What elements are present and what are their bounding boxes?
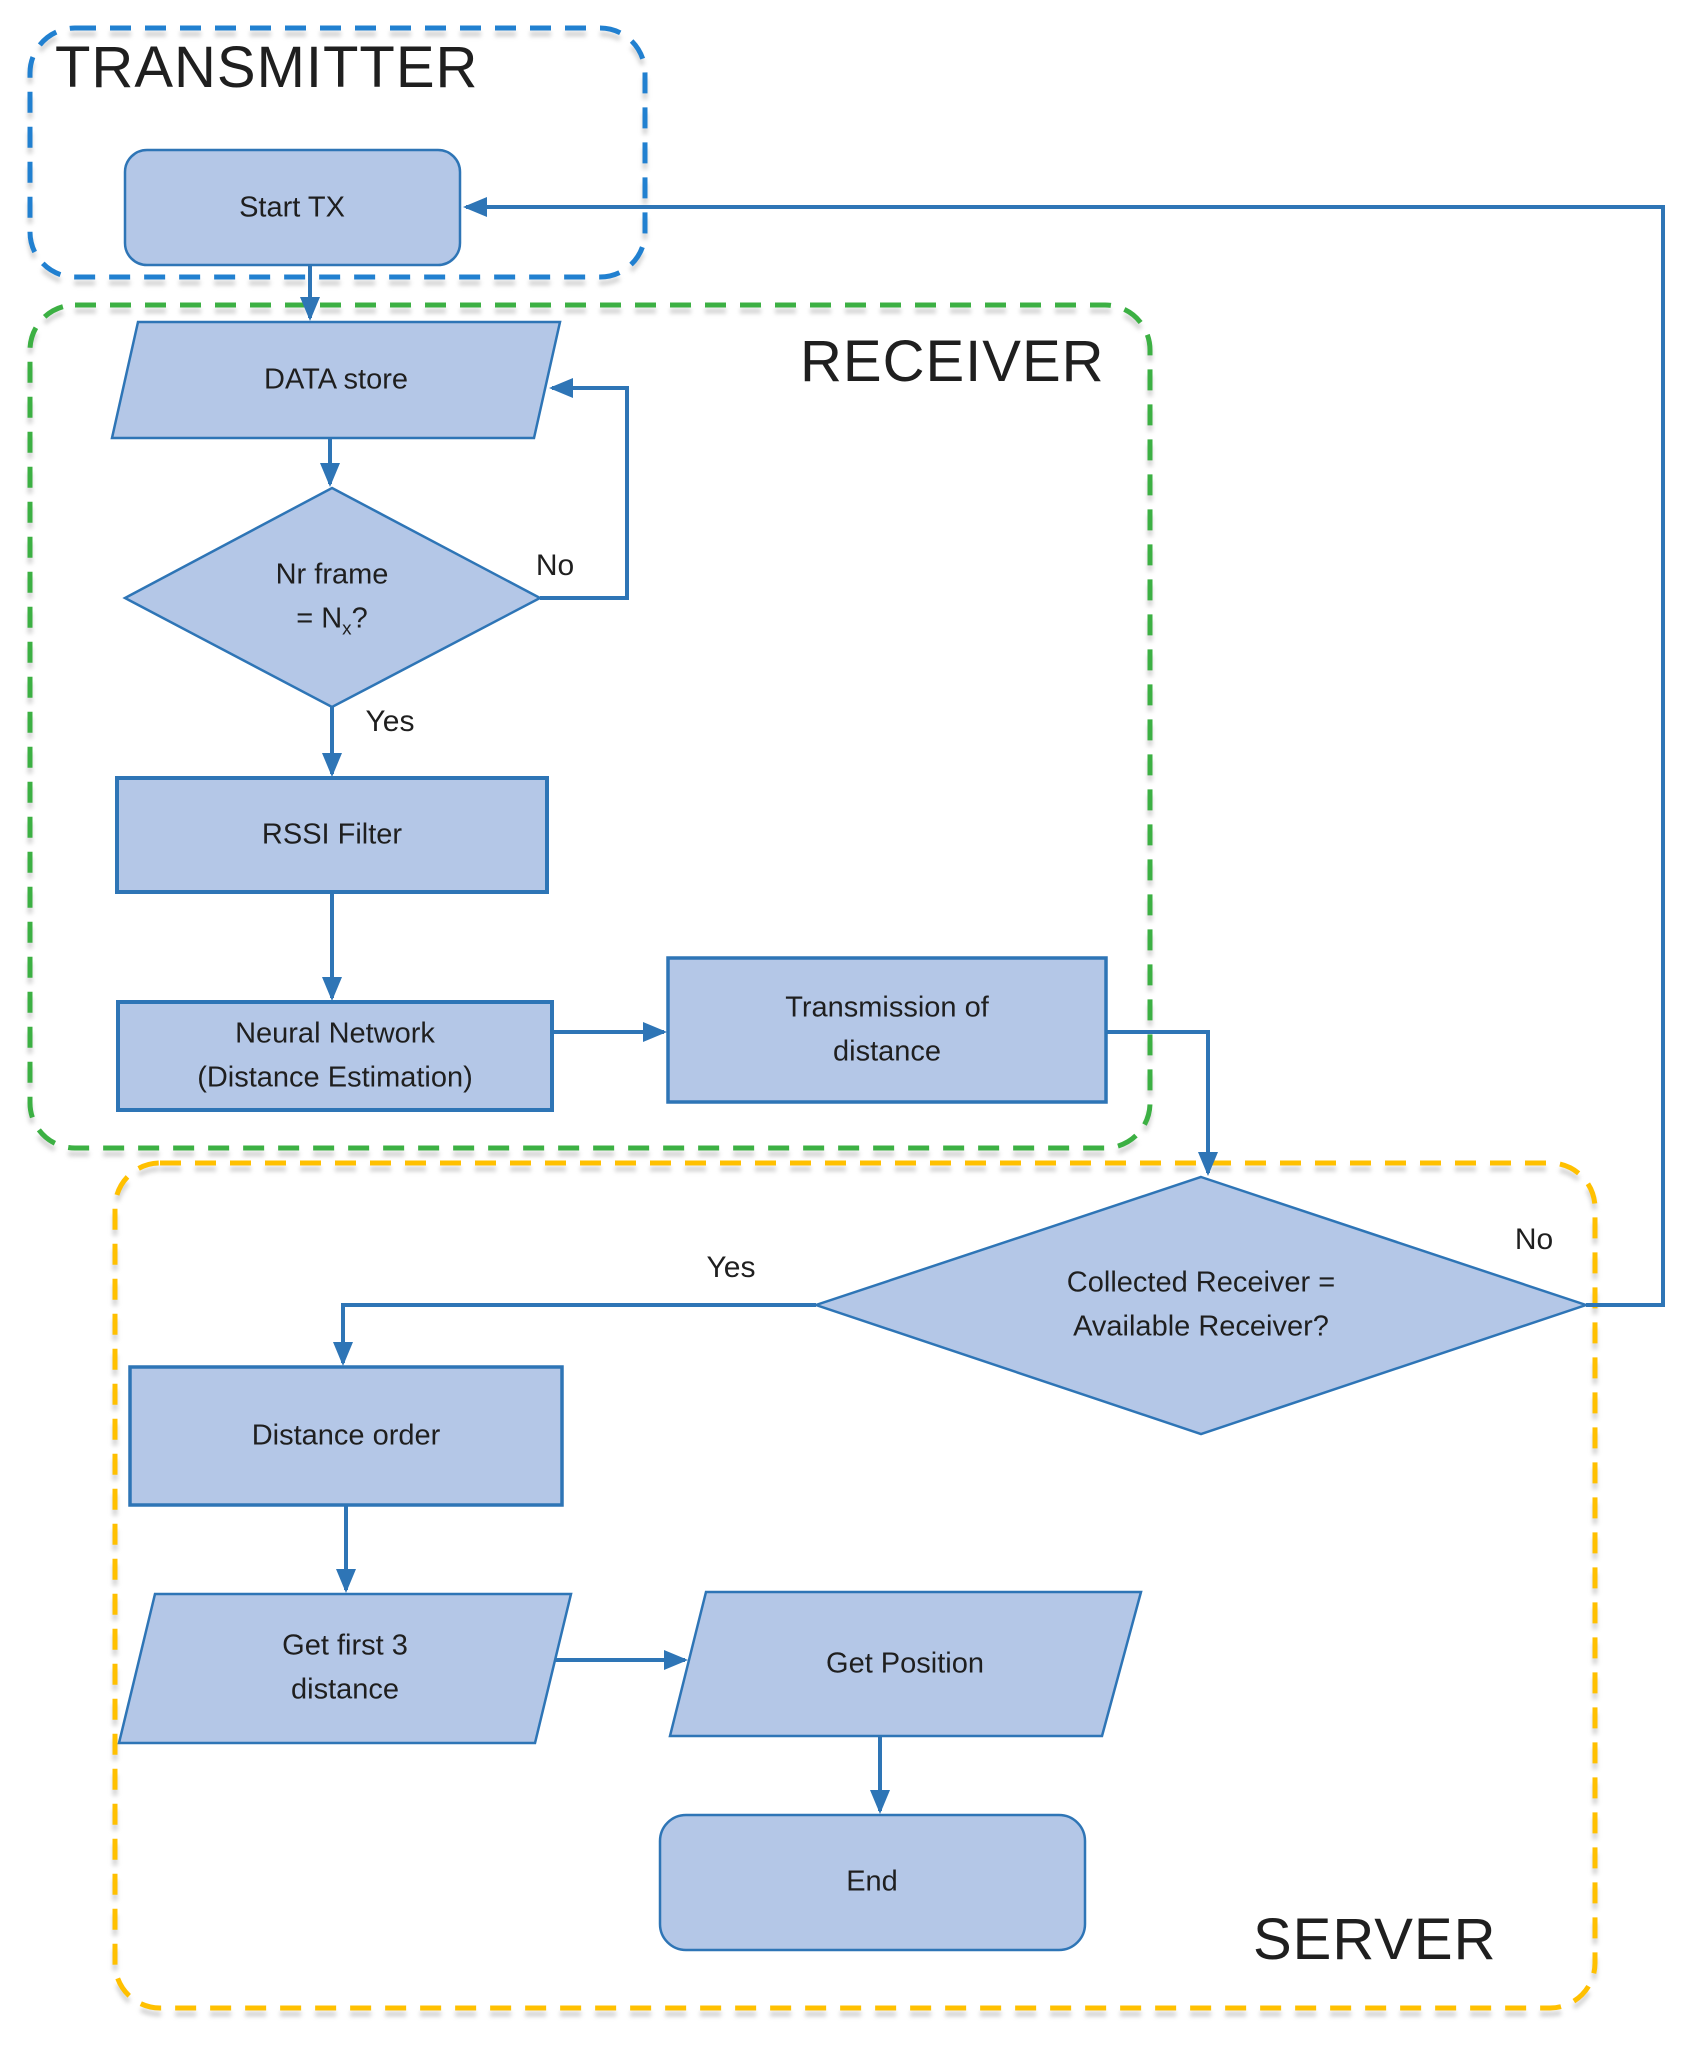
nr-frame-line2-post: ?: [351, 602, 368, 635]
receiver-region-label: RECEIVER: [800, 329, 1105, 394]
get-first3-line2: distance: [290, 1673, 400, 1705]
neural-network-label: Neural Network (Distance Estimation): [197, 1013, 473, 1100]
edge-nrframe-no-loop: [540, 378, 629, 600]
neural-network-shape: [116, 1000, 554, 1112]
transmission-label: Transmission of distance: [785, 987, 989, 1074]
collected-receiver-line1: Collected Receiver =: [1066, 1266, 1336, 1299]
get-first3-line1: Get first 3: [282, 1629, 408, 1662]
neural-network-line1: Neural Network: [235, 1017, 435, 1050]
edge-transmission-to-collected: [1106, 1030, 1218, 1176]
server-region-label: SERVER: [1253, 1907, 1497, 1972]
collected-receiver-line2: Available Receiver?: [1073, 1310, 1329, 1342]
nr-frame-no-label: No: [535, 549, 575, 582]
nr-frame-line1: Nr frame: [275, 558, 389, 591]
edge-collected-no-to-starttx: [463, 197, 1665, 1307]
transmitter-region-border: [27, 25, 648, 280]
distance-order-shape: [128, 1365, 564, 1507]
collected-no-label: No: [1514, 1223, 1554, 1256]
start-tx-label: Start TX: [239, 191, 345, 224]
nr-frame-decision-shape: [122, 486, 543, 709]
edge-collected-yes-to-distanceorder: [333, 1303, 816, 1366]
transmission-line2: distance: [832, 1035, 942, 1067]
end-shape: [658, 1813, 1087, 1952]
transmission-line1: Transmission of: [785, 991, 989, 1024]
get-first3-shape: [117, 1592, 573, 1745]
distance-order-label: Distance order: [251, 1419, 441, 1452]
collected-yes-label: Yes: [706, 1251, 756, 1284]
collected-receiver-decision-shape: [812, 1175, 1590, 1436]
data-store-label: DATA store: [264, 363, 408, 396]
nr-frame-line2-sub: x: [342, 617, 352, 639]
start-tx-shape: [123, 148, 462, 267]
transmission-shape: [666, 956, 1108, 1104]
nr-frame-label: Nr frame = Nx?: [276, 554, 389, 643]
rssi-filter-shape: [115, 776, 549, 894]
nr-frame-yes-label: Yes: [365, 705, 415, 738]
receiver-region-border: [27, 302, 1153, 1151]
nr-frame-line2-pre: = N: [296, 602, 343, 635]
collected-receiver-label: Collected Receiver = Available Receiver?: [1067, 1262, 1335, 1349]
get-position-shape: [668, 1590, 1143, 1738]
rssi-filter-label: RSSI Filter: [261, 818, 403, 851]
data-store-shape: [110, 320, 562, 440]
neural-network-line2: (Distance Estimation): [197, 1061, 473, 1093]
get-position-label: Get Position: [826, 1647, 984, 1680]
end-label: End: [846, 1865, 898, 1898]
get-first3-label: Get first 3 distance: [282, 1625, 408, 1712]
transmitter-region-label: TRANSMITTER: [55, 35, 479, 100]
server-region-border: [112, 1160, 1598, 2011]
